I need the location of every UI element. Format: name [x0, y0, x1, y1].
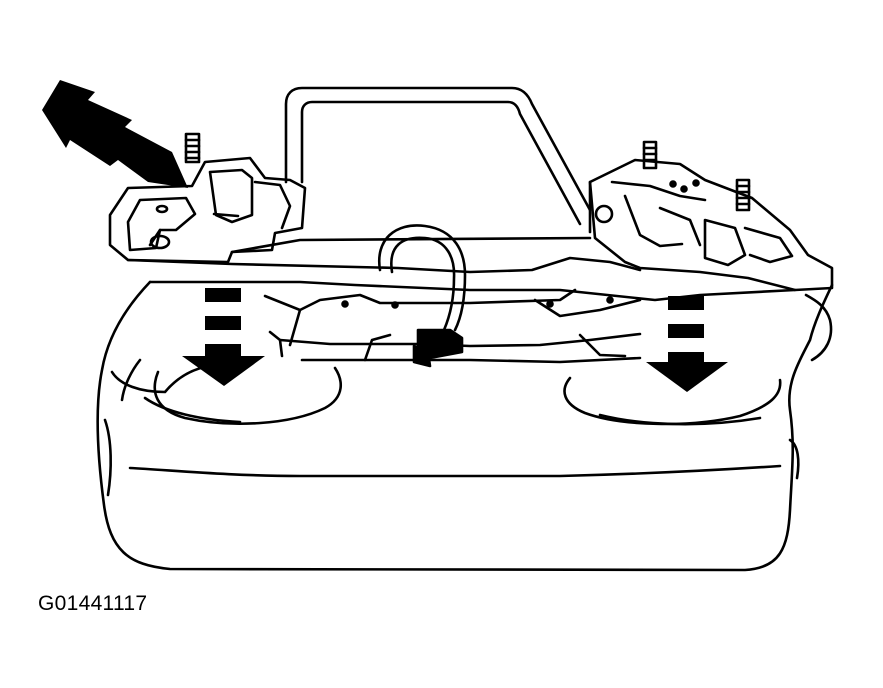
electrical-connector	[412, 328, 464, 368]
left-down-arrow-icon	[182, 288, 265, 386]
callout-arrow-icon	[42, 80, 188, 188]
right-mounting-bracket	[588, 158, 834, 292]
right-down-arrow-icon	[646, 296, 728, 392]
seat-cushion	[96, 280, 834, 572]
right-mounting-studs	[642, 140, 751, 212]
wire-harness	[363, 224, 467, 362]
frame-loop-bar	[284, 86, 592, 226]
figure-code-label: G01441117	[38, 592, 148, 615]
seat-frame	[126, 236, 797, 364]
left-mounting-stud	[184, 132, 201, 164]
